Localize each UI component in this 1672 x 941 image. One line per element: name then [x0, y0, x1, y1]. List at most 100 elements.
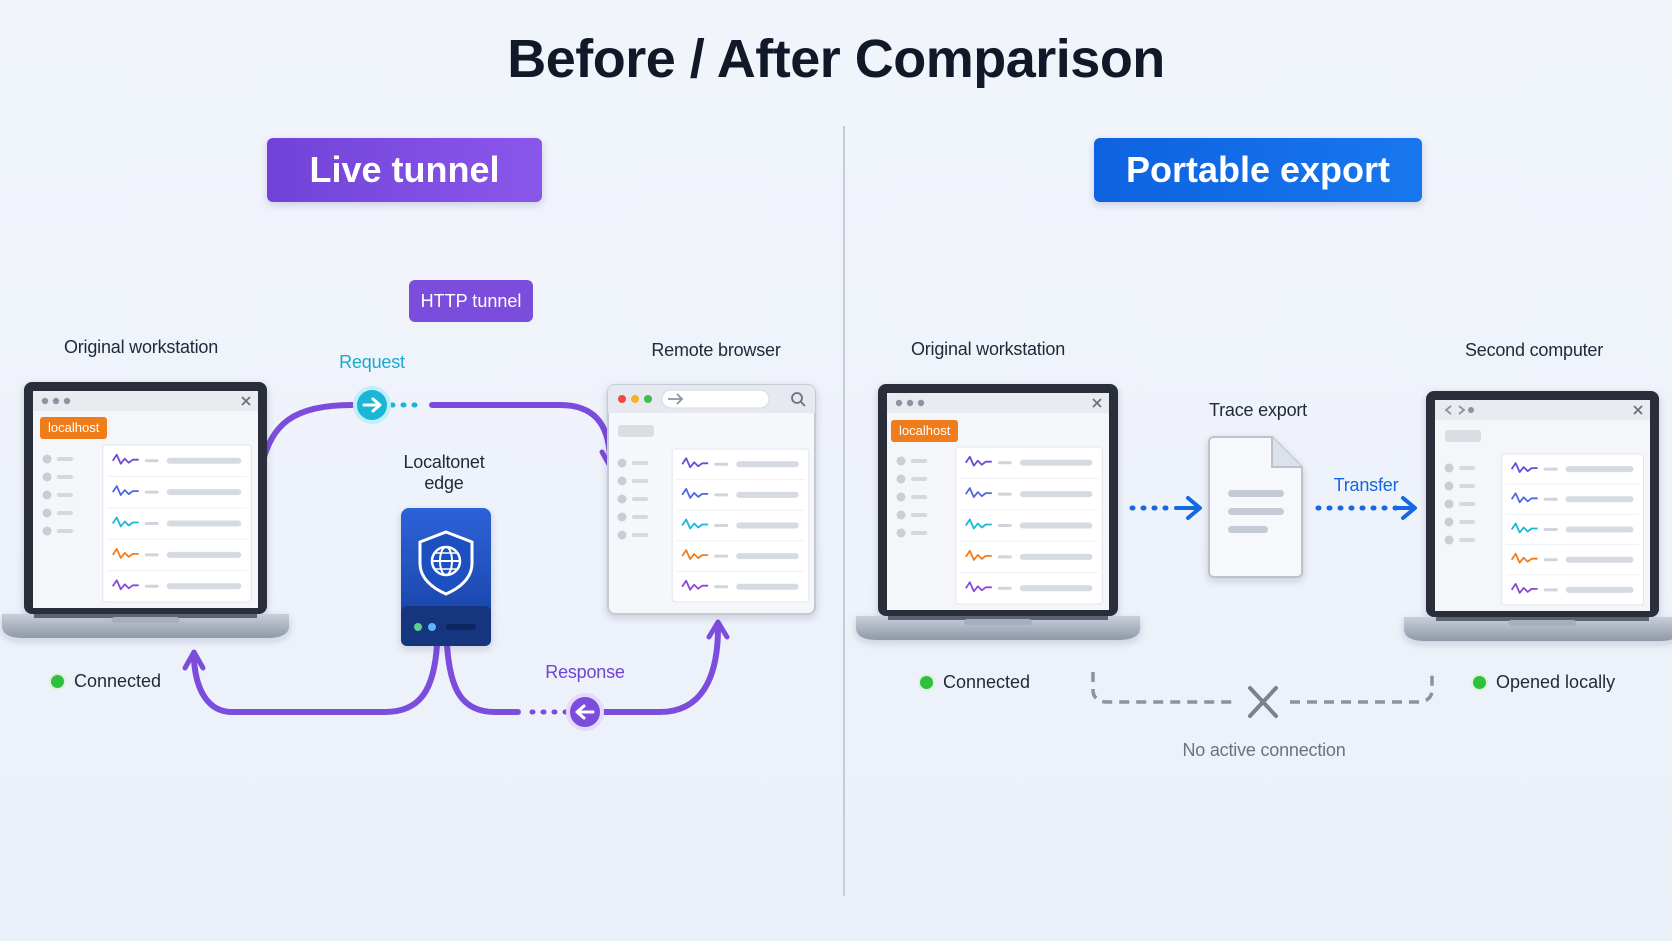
- sidebar-dot: [896, 492, 906, 502]
- status-connected-right: Connected: [920, 672, 1030, 693]
- localhost-tag-right: localhost: [891, 420, 959, 442]
- request-label: Request: [339, 352, 405, 372]
- right-workstation-label: Original workstation: [910, 339, 1066, 359]
- waveform-icon: [965, 581, 992, 593]
- transfer-label: Transfer: [1333, 475, 1399, 495]
- sidebar-dot: [896, 510, 906, 520]
- waveform-icon: [1510, 583, 1538, 594]
- remote-browser-label: Remote browser: [651, 340, 781, 360]
- address-bar: [661, 389, 770, 409]
- laptop-base: [2, 614, 289, 638]
- sidebar-dot: [1444, 499, 1454, 509]
- sidebar-dot: [896, 456, 906, 466]
- sidebar-dot: [617, 476, 627, 486]
- waveform-icon: [681, 518, 709, 530]
- no-connection-line: [1091, 672, 1434, 718]
- waveform-icon: [1510, 492, 1538, 504]
- waveform-icon: [1510, 462, 1538, 473]
- waveform-icon: [681, 488, 709, 499]
- sidebar-dot: [617, 530, 627, 540]
- search-icon: [791, 392, 803, 404]
- status-dot-icon: [51, 675, 64, 688]
- transfer-connectors: [1129, 496, 1417, 520]
- waveform-icon: [112, 579, 139, 591]
- second-computer-label: Second computer: [1464, 340, 1604, 360]
- status-connected-left: Connected: [51, 671, 161, 692]
- window-dot-icon: [917, 399, 925, 407]
- status-dot-icon: [1473, 676, 1486, 689]
- portable-export-header: Portable export: [1094, 138, 1422, 202]
- traffic-light-icon: [618, 395, 626, 403]
- sidebar-dot: [617, 512, 627, 522]
- trace-export-label: Trace export: [1209, 400, 1307, 420]
- edge-label-line1: Localtonet: [403, 452, 485, 472]
- response-path-right: [600, 625, 721, 715]
- request-node: [353, 386, 391, 424]
- waveform-icon: [112, 485, 139, 496]
- status-text: Connected: [74, 671, 162, 691]
- page-title: Before / After Comparison: [507, 29, 1165, 89]
- status-dot-icon: [920, 676, 933, 689]
- laptop-base: [856, 616, 1140, 640]
- arrow-left-icon: [575, 704, 595, 720]
- waveform-icon: [112, 516, 139, 528]
- traffic-light-icon: [644, 395, 652, 403]
- sidebar-dot: [896, 528, 906, 538]
- arrow-right-icon: [362, 397, 382, 413]
- no-connection-label: No active connection: [1182, 740, 1346, 760]
- response-arrowhead-laptop: [182, 649, 206, 671]
- document-icon: [1208, 436, 1303, 578]
- live-tunnel-header: Live tunnel: [267, 138, 542, 202]
- sidebar-dot: [1444, 463, 1454, 473]
- arrow-right-icon: [668, 393, 684, 405]
- edge-label-line2: edge: [424, 473, 464, 493]
- close-icon: [1092, 398, 1102, 408]
- waveform-icon: [965, 518, 992, 530]
- edge-label: Localtonet edge: [403, 452, 484, 494]
- waveform-icon: [681, 457, 709, 469]
- response-path-to-edge: [444, 642, 521, 715]
- right-workstation-laptop: [856, 384, 1140, 640]
- nav-arrows-icon: [1444, 405, 1466, 415]
- waveform-icon: [681, 579, 709, 591]
- window-dot-icon: [52, 397, 60, 405]
- sidebar-dot: [1444, 481, 1454, 491]
- waveform-icon: [112, 548, 139, 559]
- waveform-icon: [1510, 522, 1538, 534]
- response-arrowhead-browser: [706, 619, 730, 640]
- sidebar-dot: [1444, 517, 1454, 527]
- second-computer-laptop: [1404, 391, 1672, 641]
- sidebar-dot: [896, 474, 906, 484]
- sidebar-dot: [42, 472, 52, 482]
- export-arrowhead: [1186, 496, 1202, 520]
- sidebar-dot: [617, 458, 627, 468]
- x-icon: [1248, 686, 1278, 718]
- http-tunnel-chip: HTTP tunnel: [409, 280, 533, 322]
- waveform-icon: [1510, 552, 1538, 564]
- status-text: Connected: [943, 672, 1031, 692]
- sidebar-dot: [42, 454, 52, 464]
- window-dot-icon: [906, 399, 914, 407]
- waveform-icon: [965, 455, 992, 467]
- response-label: Response: [545, 662, 625, 682]
- status-opened-locally: Opened locally: [1473, 672, 1615, 693]
- sidebar-dot: [42, 508, 52, 518]
- close-icon: [1633, 405, 1643, 415]
- sidebar-dot: [1444, 535, 1454, 545]
- waveform-icon: [965, 487, 992, 498]
- close-icon: [241, 396, 251, 406]
- request-path-left: [259, 402, 355, 467]
- response-node: [566, 693, 604, 731]
- response-path-to-laptop: [191, 642, 440, 715]
- traffic-light-icon: [631, 395, 639, 403]
- sidebar-dot: [42, 490, 52, 500]
- waveform-icon: [965, 550, 992, 561]
- edge-server: [401, 508, 491, 646]
- localhost-tag-left: localhost: [40, 417, 108, 439]
- waveform-icon: [681, 549, 709, 560]
- transfer-arrowhead: [1401, 496, 1417, 520]
- window-dot-icon: [41, 397, 49, 405]
- laptop-base: [1404, 617, 1672, 641]
